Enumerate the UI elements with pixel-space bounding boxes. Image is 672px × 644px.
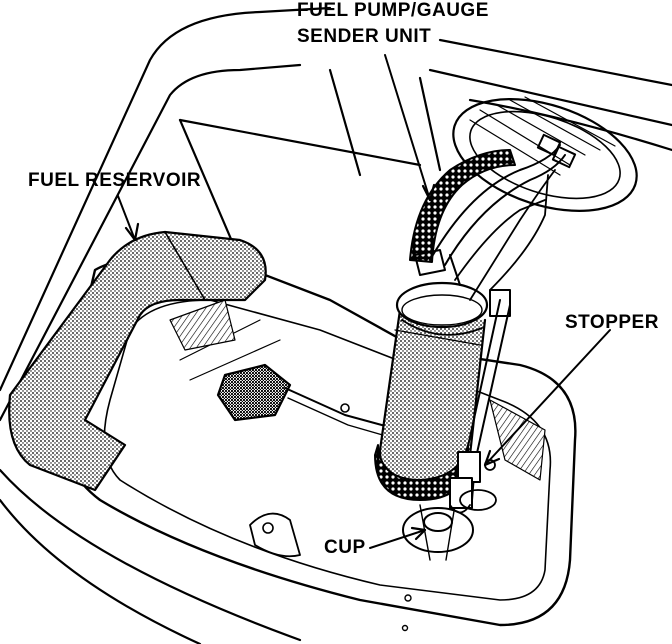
- cup-base: [402, 507, 474, 553]
- cup-label: CUP: [324, 537, 366, 558]
- pickup-filter: [216, 363, 292, 422]
- fuel-pump-label-line1: FUEL PUMP/GAUGE: [297, 0, 489, 21]
- tank-upper-rim: [0, 63, 302, 422]
- tank-right-edge: [438, 38, 672, 87]
- tank-lower-edge: [0, 468, 302, 642]
- fuel-pump-label-line2: SENDER UNIT: [297, 26, 432, 47]
- leader-cup: [369, 529, 426, 549]
- leader-fuel-pump: [384, 54, 431, 201]
- panel-line: [178, 118, 242, 262]
- stopper-label: STOPPER: [565, 312, 659, 333]
- fuel-hose-coil: [409, 149, 516, 263]
- tank-outer-edge: [0, 6, 332, 392]
- fuel-reservoir-body: [8, 230, 267, 492]
- leader-stopper: [484, 329, 611, 466]
- pump-top-collar: [395, 281, 489, 329]
- filler-flange: [452, 98, 638, 212]
- fuel-reservoir-label: FUEL RESERVOIR: [28, 170, 202, 191]
- leader-fuel-reservoir: [117, 195, 136, 241]
